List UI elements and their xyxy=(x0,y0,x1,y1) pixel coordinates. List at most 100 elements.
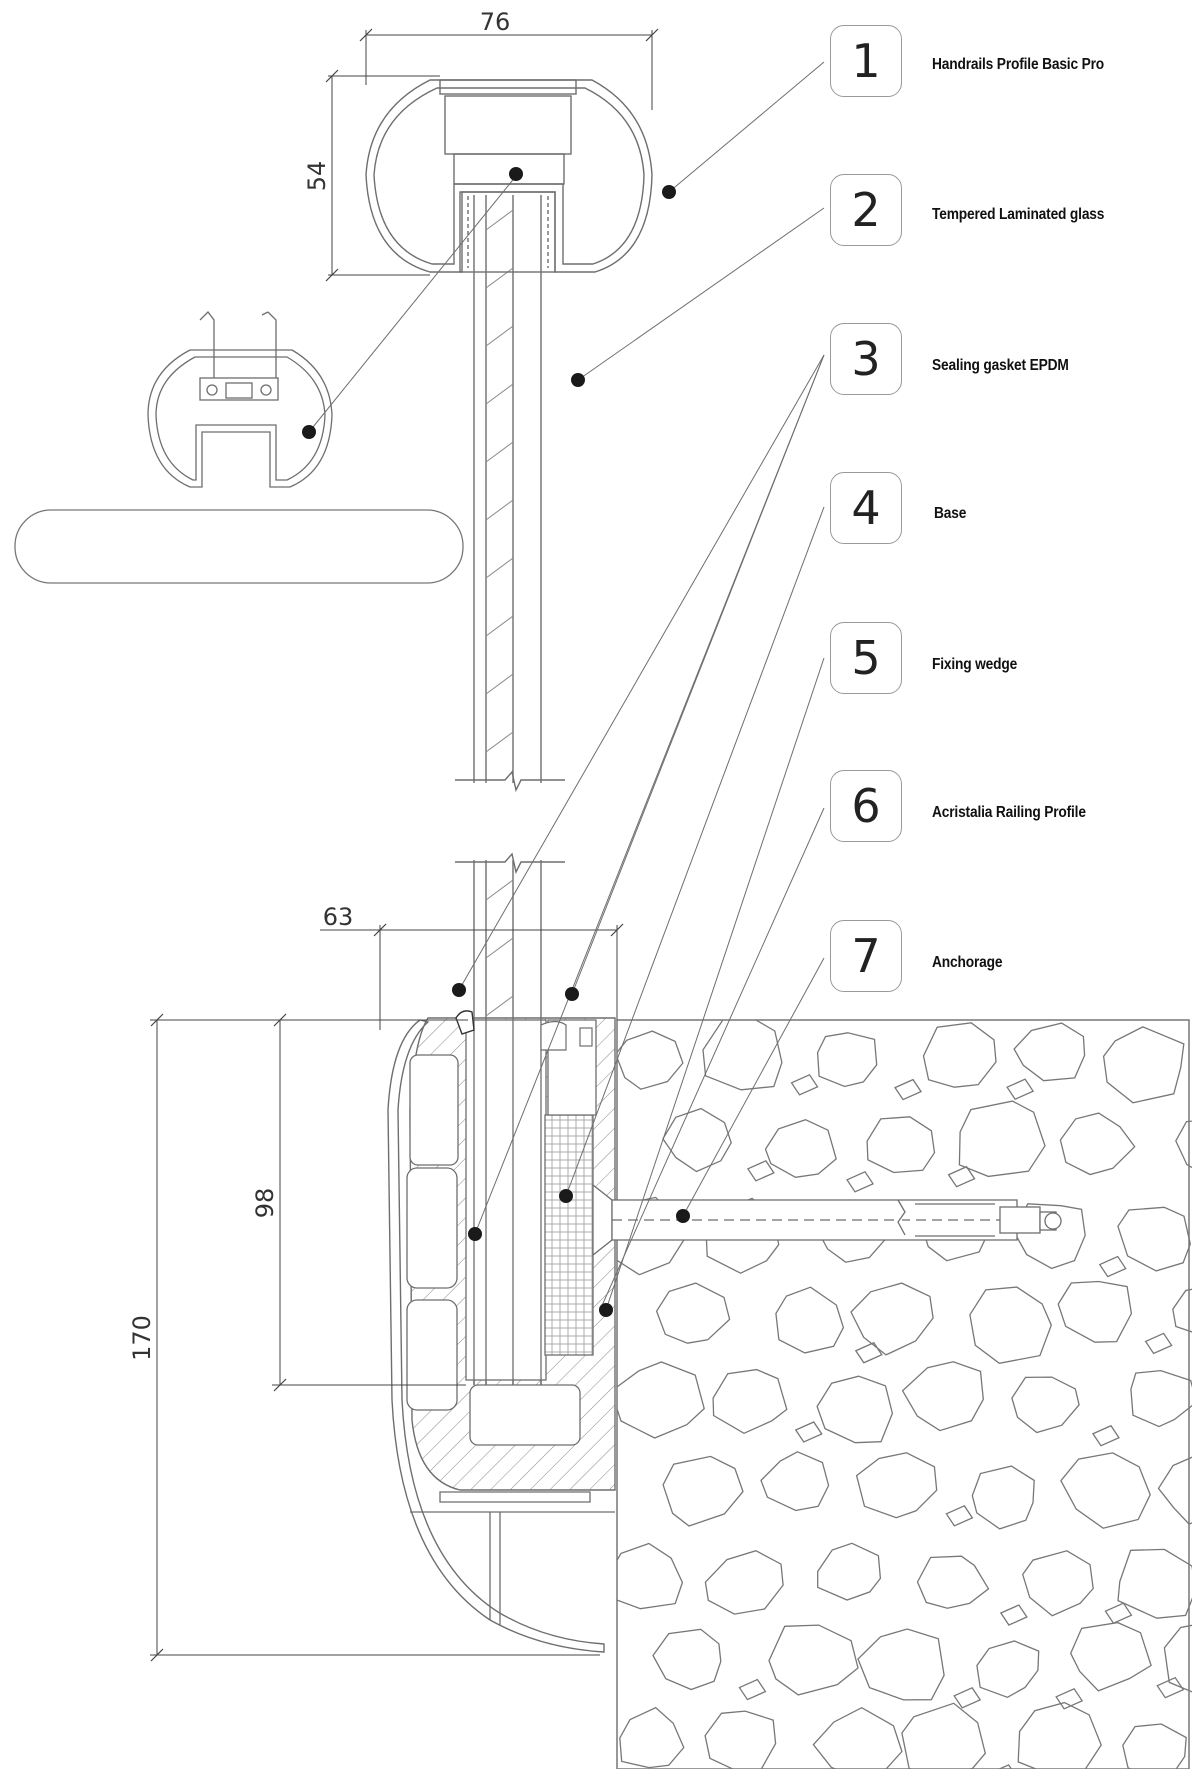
glass-hatch-mark xyxy=(485,499,514,521)
aggregate-chip xyxy=(1006,1078,1035,1101)
aggregate-stone xyxy=(971,1465,1035,1530)
aggregate-stone xyxy=(866,1116,936,1174)
glass-hatch-mark xyxy=(485,731,514,753)
aggregate-chip xyxy=(1144,1332,1173,1355)
aggregate-stone xyxy=(775,1286,845,1354)
aggregate-stone xyxy=(1057,1280,1133,1343)
glass-hatch-mark xyxy=(485,557,514,579)
aggregate-stone xyxy=(1175,1120,1192,1169)
dim-base-width: 63 xyxy=(323,903,354,931)
aggregate-stone xyxy=(768,1624,859,1696)
aggregate-stone xyxy=(976,1640,1040,1699)
dimension-ticks xyxy=(150,28,659,1662)
aggregate-chip xyxy=(945,1505,974,1527)
aggregate-stone xyxy=(1102,1026,1185,1104)
aggregate-chip xyxy=(1055,1687,1084,1710)
callout-badge-6: 6 xyxy=(830,770,902,842)
aggregate-stone xyxy=(760,1451,830,1512)
callout-label-4: Base xyxy=(934,505,967,522)
aggregate-chip xyxy=(997,1764,1013,1769)
callout-label-1: Handrails Profile Basic Pro xyxy=(932,56,1105,73)
aggregate-chip xyxy=(999,1604,1028,1626)
callout-label-7: Anchorage xyxy=(932,954,1003,971)
aggregate-stone xyxy=(857,1628,945,1701)
aggregate-stone xyxy=(1060,1452,1151,1529)
aggregate-stone xyxy=(817,1542,882,1601)
aggregate-stone xyxy=(655,1282,731,1344)
glass-hatch-mark xyxy=(485,209,514,231)
aggregate-chip xyxy=(738,1678,767,1701)
aggregate-stone xyxy=(1021,1550,1094,1617)
aggregate-stone xyxy=(1059,1112,1136,1176)
aggregate-stone xyxy=(958,1100,1046,1178)
aggregate-stone xyxy=(816,1375,894,1444)
aggregate-stone xyxy=(1163,1624,1192,1693)
aggregate-stone xyxy=(901,1361,984,1432)
dim-handrail-height: 54 xyxy=(303,161,331,192)
callout-badge-2: 2 xyxy=(830,174,902,246)
aggregate-stone xyxy=(916,1555,990,1609)
aggregate-stone xyxy=(1011,1376,1080,1434)
dim-glass-embed: 98 xyxy=(251,1188,279,1219)
aggregate-stone xyxy=(652,1628,722,1691)
callout-label-2: Tempered Laminated glass xyxy=(932,206,1105,223)
callout-badge-7: 7 xyxy=(830,920,902,992)
aggregate-stone xyxy=(850,1282,934,1356)
base-profile xyxy=(387,1010,616,1653)
glass-hatch-mark xyxy=(485,267,514,289)
aggregate-chip xyxy=(854,1341,883,1364)
glass-hatch-mark xyxy=(485,383,514,405)
callout-badge-3: 3 xyxy=(830,323,902,395)
aggregate-stone xyxy=(617,1361,705,1439)
aggregate-stone xyxy=(901,1702,987,1769)
aggregate-stone xyxy=(816,1032,878,1088)
callout-label-5: Fixing wedge xyxy=(932,656,1018,673)
aggregate-stone xyxy=(1130,1369,1192,1428)
aggregate-stone xyxy=(969,1286,1053,1364)
aggregate-stone xyxy=(1122,1723,1187,1769)
aggregate-chip xyxy=(794,1421,823,1443)
handrail-detail xyxy=(147,311,333,488)
glass-hatch-mark xyxy=(485,441,514,463)
aggregate-chip xyxy=(947,1165,976,1188)
glass-hatch-mark xyxy=(485,879,514,901)
aggregate-chip xyxy=(1104,1602,1133,1624)
aggregate-chip xyxy=(846,1171,874,1193)
aggregate-stone xyxy=(1157,1456,1192,1525)
aggregate-stone xyxy=(764,1119,837,1178)
aggregate-chip xyxy=(1098,1255,1127,1278)
callout-badge-1: 1 xyxy=(830,25,902,97)
concrete-slab xyxy=(616,1019,1192,1769)
aggregate-stone xyxy=(855,1452,938,1519)
rail-capsule xyxy=(14,509,464,584)
callout-badge-4: 4 xyxy=(830,472,902,544)
aggregate-stone xyxy=(812,1706,903,1769)
callout-label-3: Sealing gasket EPDM xyxy=(932,357,1069,374)
aggregate-stone xyxy=(1117,1548,1192,1619)
glass-hatch-mark xyxy=(485,937,514,959)
aggregate-stone xyxy=(1017,1701,1102,1769)
glass-hatch-mark xyxy=(485,673,514,695)
aggregate-stone xyxy=(1069,1621,1152,1692)
glass-hatch-mark xyxy=(485,995,514,1017)
aggregate-stone xyxy=(617,1542,684,1610)
aggregate-stone xyxy=(1172,1288,1192,1333)
aggregate-stone xyxy=(662,1455,744,1527)
aggregate-stone xyxy=(712,1368,788,1435)
aggregate-chip xyxy=(1091,1424,1120,1447)
handrail-profile xyxy=(365,79,653,273)
glass-hatch-mark xyxy=(485,325,514,347)
aggregate-stone xyxy=(704,1710,777,1769)
aggregate-stone xyxy=(619,1706,685,1769)
aggregate-stone xyxy=(1013,1022,1086,1082)
dimension-lines xyxy=(150,30,653,1656)
aggregate-chip xyxy=(953,1687,982,1709)
dim-base-height: 170 xyxy=(128,1315,156,1361)
aggregate-stone xyxy=(617,1030,684,1090)
aggregate-stone xyxy=(922,1022,997,1088)
leader-lines xyxy=(308,61,825,1311)
aggregate-chip xyxy=(746,1160,775,1182)
dim-handrail-width: 76 xyxy=(480,8,511,36)
aggregate-chip xyxy=(790,1073,819,1096)
